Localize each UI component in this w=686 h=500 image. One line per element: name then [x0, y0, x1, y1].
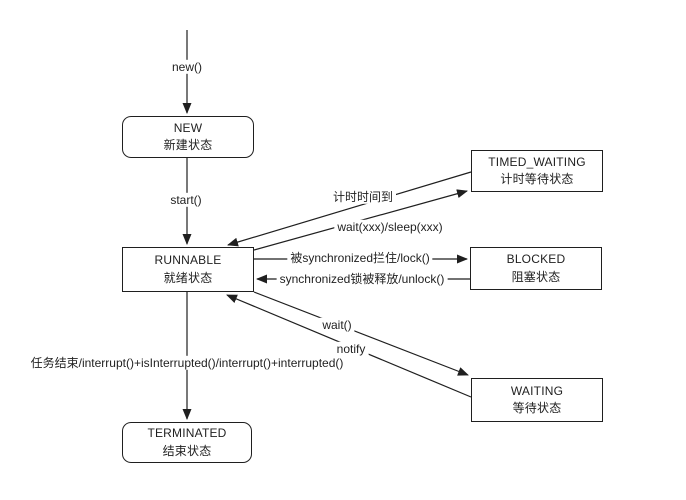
state-desc: 阻塞状态 [511, 269, 561, 284]
state-box-blocked: BLOCKED 阻塞状态 [470, 247, 602, 290]
edge-label-lock: 被synchronized拦住/lock() [287, 250, 433, 266]
edge-label-new: new() [168, 59, 206, 75]
edge-label-wait-sleep: wait(xxx)/sleep(xxx) [334, 219, 446, 235]
edge-wait [253, 291, 469, 376]
state-box-runnable: RUNNABLE 就绪状态 [122, 247, 254, 292]
state-name: RUNNABLE [154, 253, 222, 268]
edge-label-timer-elapsed: 计时时间到 [329, 189, 397, 205]
edge-label-terminate: 任务结束/interrupt()+isInterrupted()/interru… [27, 355, 347, 371]
state-box-new: NEW 新建状态 [122, 116, 254, 158]
edge-label-notify: notify [333, 341, 369, 357]
state-name: NEW [173, 120, 203, 135]
state-desc: 等待状态 [512, 401, 562, 415]
state-name: TERMINATED [147, 426, 227, 441]
edge-label-start: start() [167, 192, 205, 208]
state-desc: 计时等待状态 [500, 172, 574, 186]
edge-label-unlock: synchronized锁被释放/unlock() [276, 271, 448, 287]
state-desc: 结束状态 [162, 443, 212, 458]
state-name: BLOCKED [506, 252, 566, 267]
state-box-terminated: TERMINATED 结束状态 [122, 422, 252, 463]
state-box-waiting: WAITING 等待状态 [471, 378, 603, 422]
edge-timer-elapsed [227, 171, 472, 247]
state-box-timed-waiting: TIMED_WAITING 计时等待状态 [471, 150, 603, 192]
state-desc: 就绪状态 [163, 270, 213, 285]
edge-label-wait: wait() [319, 317, 355, 333]
state-name: TIMED_WAITING [488, 154, 586, 169]
state-name: WAITING [510, 383, 564, 398]
state-desc: 新建状态 [163, 138, 213, 152]
